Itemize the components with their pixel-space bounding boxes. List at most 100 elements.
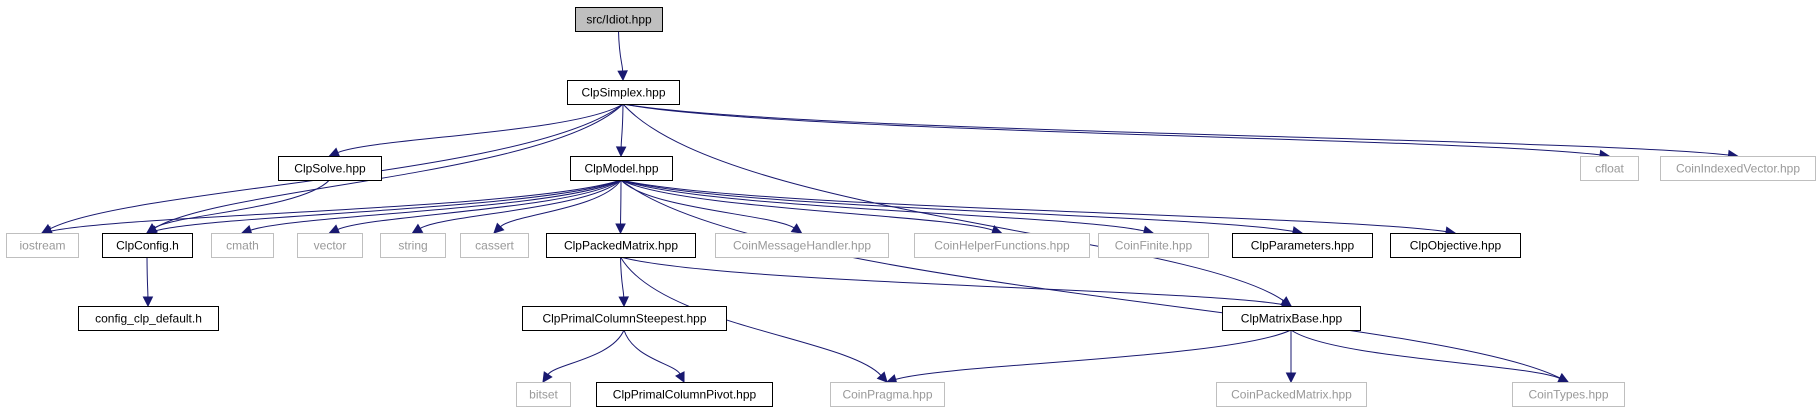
node-clpmodel[interactable]: ClpModel.hpp — [570, 156, 673, 181]
edge-clpmodel-to-clpconfig — [155, 179, 622, 232]
edge-clpmodel-to-cmath — [250, 179, 622, 231]
node-coinfinite: CoinFinite.hpp — [1098, 233, 1209, 258]
node-clpobjective[interactable]: ClpObjective.hpp — [1390, 233, 1521, 258]
node-bitset: bitset — [516, 382, 571, 407]
edge-clpprimalcolumnsteepest-to-bitset — [547, 329, 625, 375]
edge-idiot-to-clpsimplex — [618, 30, 624, 72]
edge-clpmodel-to-clpparameters — [620, 179, 1294, 232]
node-box-iostream — [6, 233, 79, 258]
node-clpsolve[interactable]: ClpSolve.hpp — [278, 156, 382, 181]
node-idiot[interactable]: src/Idiot.hpp — [575, 7, 663, 32]
node-label-clpprimalcolumnsteepest: ClpPrimalColumnSteepest.hpp — [542, 312, 706, 326]
node-box-coinfinite — [1098, 233, 1209, 258]
node-box-vector — [297, 233, 363, 258]
node-box-coinindexedvector — [1660, 156, 1816, 181]
edge-clpprimalcolumnsteepest-to-clpprimalcolumnpivot — [623, 329, 681, 375]
edge-clpsimplex-to-clpsolve — [337, 103, 624, 154]
edge-clpmodel-to-iostream — [50, 179, 622, 232]
node-box-cmath — [211, 233, 274, 258]
node-box-clpprimalcolumnpivot — [596, 382, 773, 407]
node-box-clpsolve — [278, 156, 382, 181]
node-label-config_clp_default: config_clp_default.h — [95, 312, 202, 326]
node-cfloat: cfloat — [1580, 156, 1639, 181]
node-cassert: cassert — [460, 233, 529, 258]
edge-clpsimplex-to-cfloat — [622, 103, 1601, 156]
node-box-clpmatrixbase — [1222, 306, 1361, 331]
node-clppackedmatrix[interactable]: ClpPackedMatrix.hpp — [546, 233, 696, 258]
arrowhead-clppackedmatrix-to-clpprimalcolumnsteepest — [618, 296, 630, 308]
node-label-clpmatrixbase: ClpMatrixBase.hpp — [1241, 312, 1343, 326]
edge-clppackedmatrix-to-clpprimalcolumnsteepest — [620, 256, 625, 298]
arrowhead-clpprimalcolumnsteepest-to-bitset — [542, 371, 553, 383]
node-coinmessagehandler: CoinMessageHandler.hpp — [715, 233, 889, 258]
node-label-iostream: iostream — [19, 239, 65, 253]
node-label-clpmodel: ClpModel.hpp — [584, 162, 658, 176]
arrowhead-clpmodel-to-string — [411, 223, 424, 234]
arrowhead-clpmodel-to-coinmessagehandler — [790, 223, 803, 234]
node-cmath: cmath — [211, 233, 274, 258]
node-clpprimalcolumnsteepest[interactable]: ClpPrimalColumnSteepest.hpp — [522, 306, 727, 331]
node-label-clpconfig: ClpConfig.h — [116, 239, 179, 253]
arrowhead-clpsimplex-to-clpsolve — [328, 147, 341, 158]
arrowhead-clpmodel-to-clppackedmatrix — [615, 223, 626, 235]
node-box-coinmessagehandler — [715, 233, 889, 258]
node-box-clpsimplex — [567, 80, 680, 105]
node-string: string — [380, 233, 446, 258]
node-label-cassert: cassert — [475, 239, 514, 253]
node-clpconfig[interactable]: ClpConfig.h — [102, 233, 193, 258]
node-iostream: iostream — [6, 233, 79, 258]
edges-layer — [40, 30, 1739, 385]
node-label-clpsimplex: ClpSimplex.hpp — [581, 86, 665, 100]
node-label-clpobjective: ClpObjective.hpp — [1410, 239, 1502, 253]
node-clpmatrixbase[interactable]: ClpMatrixBase.hpp — [1222, 306, 1361, 331]
edge-clpsolve-to-clpconfig — [154, 179, 330, 229]
edge-clpmodel-to-clpobjective — [620, 179, 1447, 233]
node-label-string: string — [398, 239, 427, 253]
node-clpsimplex[interactable]: ClpSimplex.hpp — [567, 80, 680, 105]
edge-clppackedmatrix-to-coinpragma — [620, 256, 882, 376]
node-coinpackedmatrix: CoinPackedMatrix.hpp — [1216, 382, 1367, 407]
edge-clpsimplex-to-clpmatrixbase — [622, 103, 1284, 302]
edge-clpmodel-to-string — [419, 179, 622, 229]
edge-clpmodel-to-cointypes — [620, 179, 1561, 379]
node-config_clp_default[interactable]: config_clp_default.h — [78, 306, 219, 331]
arrowhead-clpmodel-to-cassert — [493, 222, 505, 234]
node-box-clpobjective — [1390, 233, 1521, 258]
node-coinpragma: CoinPragma.hpp — [830, 382, 945, 407]
node-cointypes: CoinTypes.hpp — [1512, 382, 1625, 407]
edge-clpconfig-to-config_clp_default — [146, 256, 149, 298]
node-box-clpprimalcolumnsteepest — [522, 306, 727, 331]
node-box-clppackedmatrix — [546, 233, 696, 258]
node-label-bitset: bitset — [529, 388, 558, 402]
node-box-config_clp_default — [78, 306, 219, 331]
edge-clpsimplex-to-clpconfig — [154, 103, 624, 229]
node-clpparameters[interactable]: ClpParameters.hpp — [1232, 233, 1373, 258]
arrowhead-clpmatrixbase-to-coinpackedmatrix — [1285, 372, 1297, 384]
node-box-coinhelperfunctions — [914, 233, 1090, 258]
node-box-string — [380, 233, 446, 258]
arrowhead-clpprimalcolumnsteepest-to-clpprimalcolumnpivot — [675, 371, 685, 384]
node-box-cassert — [460, 233, 529, 258]
edge-clppackedmatrix-to-clpmatrixbase — [620, 256, 1283, 305]
edge-clpmodel-to-cassert — [500, 179, 622, 228]
node-label-coinhelperfunctions: CoinHelperFunctions.hpp — [934, 239, 1070, 253]
node-box-cfloat — [1580, 156, 1639, 181]
node-label-clppackedmatrix: ClpPackedMatrix.hpp — [564, 239, 678, 253]
arrowhead-clpsimplex-to-clpmodel — [615, 146, 627, 158]
node-label-clpprimalcolumnpivot: ClpPrimalColumnPivot.hpp — [613, 388, 757, 402]
arrowhead-clppackedmatrix-to-coinpragma — [876, 371, 888, 383]
node-label-idiot: src/Idiot.hpp — [586, 13, 652, 27]
node-label-coinfinite: CoinFinite.hpp — [1115, 239, 1193, 253]
node-label-vector: vector — [314, 239, 347, 253]
node-coinindexedvector: CoinIndexedVector.hpp — [1660, 156, 1816, 181]
node-box-bitset — [516, 382, 571, 407]
node-box-clpconfig — [102, 233, 193, 258]
node-box-cointypes — [1512, 382, 1625, 407]
node-label-clpsolve: ClpSolve.hpp — [294, 162, 366, 176]
node-label-cmath: cmath — [226, 239, 259, 253]
node-clpprimalcolumnpivot[interactable]: ClpPrimalColumnPivot.hpp — [596, 382, 773, 407]
arrowhead-clpmodel-to-vector — [328, 224, 341, 235]
edge-clpsimplex-to-clpmodel — [620, 103, 624, 148]
